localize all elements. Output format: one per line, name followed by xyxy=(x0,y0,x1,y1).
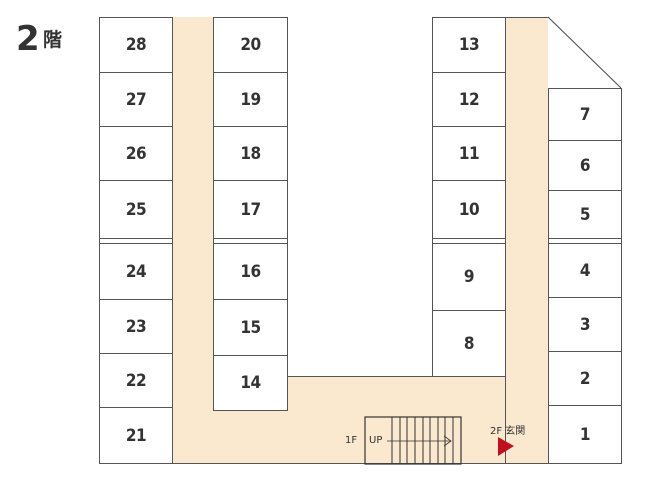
room-24[interactable]: 24 xyxy=(99,243,173,300)
room-2[interactable]: 2 xyxy=(548,351,622,406)
room-22[interactable]: 22 xyxy=(99,353,173,408)
wall-gap xyxy=(432,238,506,244)
floor-suffix: 階 xyxy=(43,29,63,51)
room-11[interactable]: 11 xyxy=(432,126,506,181)
entrance-label: 2F 玄関 xyxy=(490,426,526,437)
room-20[interactable]: 20 xyxy=(213,17,288,73)
room-1[interactable]: 1 xyxy=(548,405,622,464)
entrance-marker-icon xyxy=(498,437,514,456)
corridor-wall xyxy=(287,376,433,377)
room-8[interactable]: 8 xyxy=(432,310,506,377)
room-6[interactable]: 6 xyxy=(548,140,622,191)
room-7[interactable]: 7 xyxy=(548,88,622,141)
staircase[interactable] xyxy=(364,416,463,465)
room-23[interactable]: 23 xyxy=(99,299,173,354)
diagonal-wall xyxy=(547,16,622,89)
room-15[interactable]: 15 xyxy=(213,299,288,356)
wall-gap xyxy=(99,238,173,244)
room-19[interactable]: 19 xyxy=(213,72,288,127)
room-27[interactable]: 27 xyxy=(99,72,173,127)
wall-gap xyxy=(213,238,288,244)
corridor-right xyxy=(505,17,548,464)
room-10[interactable]: 10 xyxy=(432,180,506,239)
room-18[interactable]: 18 xyxy=(213,126,288,181)
room-16[interactable]: 16 xyxy=(213,243,288,300)
room-3[interactable]: 3 xyxy=(548,297,622,352)
corridor-wall xyxy=(505,17,548,18)
room-26[interactable]: 26 xyxy=(99,126,173,181)
arrow-right-icon xyxy=(387,435,452,447)
room-4[interactable]: 4 xyxy=(548,243,622,298)
stairs-floor-label: 1F xyxy=(345,435,358,446)
room-5[interactable]: 5 xyxy=(548,190,622,239)
stairs-up-label: UP xyxy=(369,435,383,446)
room-25[interactable]: 25 xyxy=(99,180,173,239)
room-12[interactable]: 12 xyxy=(432,72,506,127)
room-13[interactable]: 13 xyxy=(432,17,506,73)
room-28[interactable]: 28 xyxy=(99,17,173,73)
wall-gap xyxy=(548,238,622,244)
room-9[interactable]: 9 xyxy=(432,243,506,311)
floor-number: 2 xyxy=(16,19,40,59)
corridor-left xyxy=(172,17,213,464)
room-21[interactable]: 21 xyxy=(99,407,173,464)
room-17[interactable]: 17 xyxy=(213,180,288,239)
room-14[interactable]: 14 xyxy=(213,355,288,411)
